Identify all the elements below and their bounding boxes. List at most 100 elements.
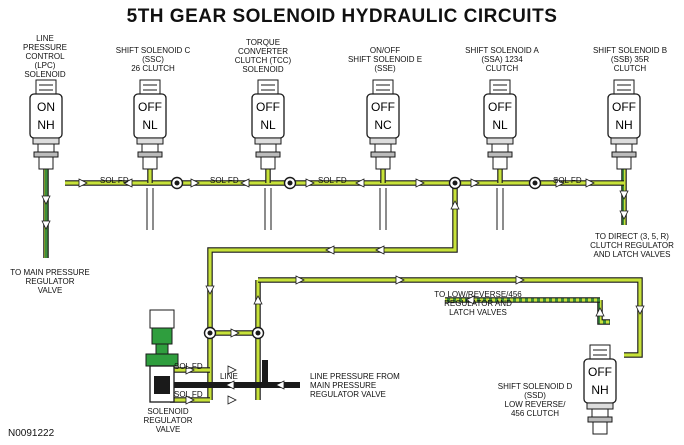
flow-arrow	[78, 178, 88, 188]
sol-fd-label: SOL FD	[174, 390, 203, 399]
solenoid-neck	[37, 143, 55, 153]
flow-arrow	[230, 328, 240, 338]
flow-arrow	[205, 285, 215, 295]
flow-arrow	[595, 307, 605, 317]
sol-fd-riser	[207, 183, 458, 400]
label-ssc: SHIFT SOLENOID C(SSC)26 CLUTCH	[115, 46, 191, 73]
solenoid-neck	[141, 143, 159, 153]
solenoid-collar	[32, 137, 60, 145]
flow-arrow	[470, 178, 480, 188]
ssd-feed-line-fill	[258, 278, 642, 357]
junction-dot	[287, 180, 293, 186]
solenoid-ssa: OFF NL	[483, 79, 517, 170]
solenoid-type: NH	[591, 383, 608, 397]
flow-arrow	[185, 395, 195, 405]
flow-arrow	[227, 365, 237, 375]
solenoid-state: OFF	[256, 100, 280, 114]
connector-pins	[376, 84, 390, 91]
solenoid-ring	[611, 151, 637, 158]
solenoid-ring	[587, 416, 613, 423]
solenoid-state: OFF	[612, 100, 636, 114]
solenoid-collar	[136, 137, 164, 145]
solenoid-collar	[369, 137, 397, 145]
flow-arrow	[450, 200, 460, 210]
flow-arrow	[240, 178, 250, 188]
valve-spool-mid	[155, 343, 169, 355]
flow-arrow	[253, 295, 263, 305]
valve-cap	[149, 309, 175, 329]
flow-arrow	[585, 178, 595, 188]
solenoid-state: OFF	[138, 100, 162, 114]
sol-fd-label: SOL FD	[553, 176, 582, 185]
flow-arrow	[305, 178, 315, 188]
solenoid-ssb: OFF NH	[607, 79, 641, 170]
sol-fd-label: SOL FD	[318, 176, 347, 185]
valve-spool-upper	[151, 327, 173, 345]
sol-fd-riser-fill	[208, 183, 457, 400]
junction-dot	[452, 180, 458, 186]
solenoid-ring	[487, 151, 513, 158]
sol-fd-label: SOL FD	[100, 176, 129, 185]
flow-arrow	[41, 220, 51, 230]
flow-arrow	[325, 245, 335, 255]
solenoid-tip	[375, 156, 391, 170]
solenoid-type: NL	[142, 118, 158, 132]
flow-arrow	[185, 365, 195, 375]
solenoid-tip	[142, 156, 158, 170]
solenoid-ssc: OFF NL	[133, 79, 167, 170]
solenoid-sse: OFF NC	[366, 79, 400, 170]
solenoid-ring	[370, 151, 396, 158]
flow-arrow	[355, 178, 365, 188]
flow-arrow	[619, 210, 629, 220]
solenoid-neck	[374, 143, 392, 153]
solenoid-state: OFF	[488, 100, 512, 114]
sol-fd-label: SOL FD	[174, 362, 203, 371]
flow-arrow	[41, 195, 51, 205]
connector-pins	[39, 84, 53, 91]
flow-arrow	[619, 190, 629, 200]
label-ssd: SHIFT SOLENOID D(SSD)LOW REVERSE/456 CLU…	[497, 382, 573, 418]
connector-pins	[593, 349, 607, 356]
solenoid-state: ON	[37, 100, 55, 114]
solenoid-state: OFF	[371, 100, 395, 114]
diagram-title: 5TH GEAR SOLENOID HYDRAULIC CIRCUITS	[126, 6, 558, 27]
flow-arrow	[635, 305, 645, 315]
valve-line-port	[154, 376, 170, 394]
solenoid-type: NL	[492, 118, 508, 132]
solenoid-tip	[260, 156, 276, 170]
flow-arrow	[275, 380, 285, 390]
junction-dot	[255, 330, 261, 336]
flow-arrow	[123, 178, 133, 188]
flow-arrow	[395, 275, 405, 285]
solenoid-neck	[491, 143, 509, 153]
flow-arrow	[375, 245, 385, 255]
flow-arrow	[295, 275, 305, 285]
solenoid-type: NH	[615, 118, 632, 132]
line-label: LINE	[220, 372, 238, 381]
solenoid-ring	[255, 151, 281, 158]
solenoid-type: NC	[374, 118, 392, 132]
solenoid-neck	[259, 143, 277, 153]
solenoid-tip	[592, 421, 608, 435]
connector-pins	[493, 84, 507, 91]
solenoid-ring	[33, 151, 59, 158]
junction-dot	[207, 330, 213, 336]
connector-pins	[261, 84, 275, 91]
flow-arrow	[415, 178, 425, 188]
solenoid-collar	[610, 137, 638, 145]
flow-arrow	[515, 275, 525, 285]
